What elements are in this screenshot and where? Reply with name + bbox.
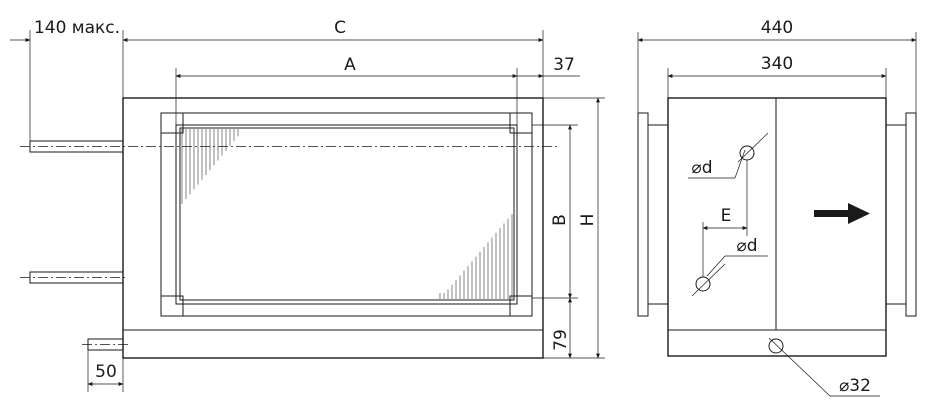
dim-340-label: 340 (761, 54, 793, 74)
dim-140-label: 140 макс. (34, 18, 120, 38)
coil-face (179, 127, 515, 301)
dim-b-label: B (550, 214, 570, 226)
side-view: ⌀d ⌀d E ⌀32 440 340 (637, 18, 917, 397)
port-lower-leader-2 (706, 255, 726, 277)
dim-440-label: 440 (761, 18, 793, 38)
corner-block-bl (160, 295, 184, 317)
flange-inner (175, 124, 518, 305)
dim-50-label: 50 (95, 362, 117, 382)
flange-outer (160, 112, 533, 317)
dim-37-label: 37 (553, 55, 575, 75)
port-drain (768, 338, 784, 354)
side-flange-left (637, 112, 649, 317)
side-flange-right (905, 112, 917, 317)
corner-block-br (509, 295, 533, 317)
side-body (667, 97, 887, 357)
dim-e-label: E (721, 206, 732, 226)
corner-block-tl (160, 112, 184, 134)
dim-a-label: A (344, 55, 356, 75)
pipe-d-upper-label: ⌀d (691, 158, 712, 178)
housing-outline (122, 97, 544, 359)
coil-hatching-bottom (439, 214, 513, 299)
port-lower-leader (691, 263, 726, 297)
front-view: C 140 макс. A 37 B H 79 50 (10, 18, 605, 392)
dim-79-label: 79 (551, 329, 571, 351)
pipe-d-lower-label: ⌀d (736, 236, 757, 256)
port-lower (695, 276, 711, 292)
corner-block-tr (509, 112, 533, 134)
drain-leader (768, 337, 831, 397)
port-upper-leader (737, 132, 769, 163)
port-upper-leader-2 (734, 149, 746, 179)
side-collar-left (647, 124, 669, 305)
coil-hatching-top (181, 129, 239, 204)
drain-32-label: ⌀32 (839, 376, 871, 396)
right-arrow-icon (814, 203, 870, 224)
side-collar-right (885, 124, 907, 305)
dim-h-label: H (578, 214, 598, 227)
dim-c-label: C (334, 18, 346, 38)
